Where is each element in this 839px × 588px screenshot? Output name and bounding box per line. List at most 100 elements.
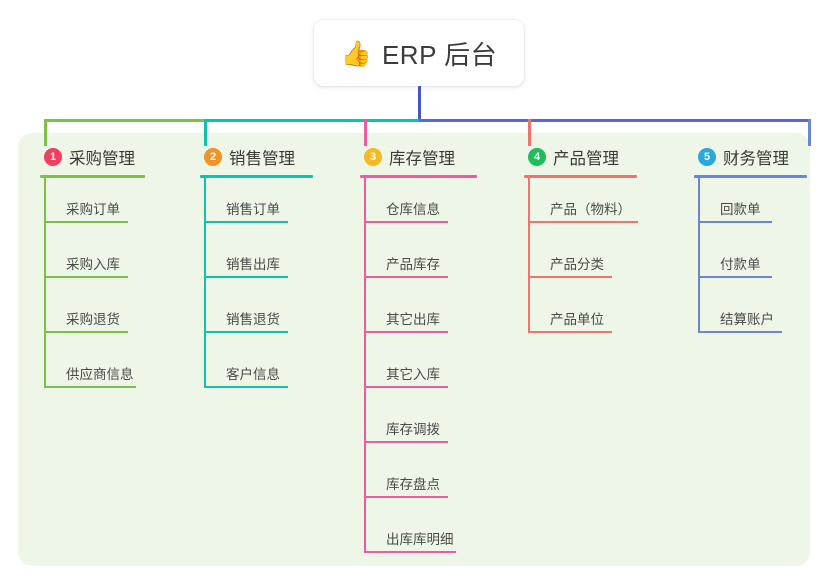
column-badge-3: 3 (364, 148, 382, 166)
list-item-label: 采购退货 (66, 312, 120, 327)
connector-drop-4 (528, 119, 531, 146)
list-item-label: 库存调拨 (386, 422, 440, 437)
list-item[interactable]: 销售退货 (200, 288, 313, 343)
list-item[interactable]: 其它出库 (360, 288, 477, 343)
list-item[interactable]: 回款单 (694, 178, 807, 233)
list-item-rule (204, 276, 288, 278)
list-item[interactable]: 供应商信息 (40, 343, 145, 398)
list-item-rule (364, 441, 448, 443)
column-header-5[interactable]: 5 财务管理 (694, 146, 807, 168)
list-item-rule (364, 221, 448, 223)
column-header-rule-3 (360, 175, 477, 178)
list-item-label: 库存盘点 (386, 477, 440, 492)
list-item[interactable]: 结算账户 (694, 288, 807, 343)
column-badge-2: 2 (204, 148, 222, 166)
list-item-label: 销售订单 (226, 202, 280, 217)
list-item[interactable]: 付款单 (694, 233, 807, 288)
column-header-rule-1 (40, 175, 145, 178)
thumbs-up-icon: 👍 (340, 39, 372, 68)
column-3: 3 库存管理仓库信息产品库存其它出库其它入库库存调拨库存盘点出库库明细 (360, 146, 477, 563)
connector-trunk (417, 86, 421, 122)
list-item[interactable]: 销售订单 (200, 178, 313, 233)
list-item-rule (364, 386, 448, 388)
list-item-rule (364, 276, 448, 278)
column-header-1[interactable]: 1 采购管理 (40, 146, 145, 168)
list-item[interactable]: 采购入库 (40, 233, 145, 288)
column-header-rule-4 (524, 175, 637, 178)
list-item-label: 付款单 (720, 257, 761, 272)
list-item[interactable]: 其它入库 (360, 343, 477, 398)
list-item[interactable]: 库存调拨 (360, 398, 477, 453)
connector-bar-segment-3 (419, 119, 810, 122)
list-item-rule (204, 386, 288, 388)
column-items-2: 销售订单销售出库销售退货客户信息 (200, 178, 313, 398)
list-item-rule (44, 221, 128, 223)
column-header-2[interactable]: 2 销售管理 (200, 146, 313, 168)
column-header-3[interactable]: 3 库存管理 (360, 146, 477, 168)
list-item-rule (204, 221, 288, 223)
list-item-label: 采购入库 (66, 257, 120, 272)
connector-bar-segment-1 (44, 119, 207, 122)
column-spine-2 (204, 178, 206, 388)
list-item-rule (44, 331, 128, 333)
list-item-rule (364, 496, 448, 498)
list-item-label: 结算账户 (720, 312, 774, 327)
list-item[interactable]: 产品分类 (524, 233, 637, 288)
list-item-label: 销售出库 (226, 257, 280, 272)
column-badge-5: 5 (698, 148, 716, 166)
column-1: 1 采购管理采购订单采购入库采购退货供应商信息 (40, 146, 145, 398)
list-item[interactable]: 采购退货 (40, 288, 145, 343)
root-node-label: ERP 后台 (381, 39, 498, 70)
column-header-rule-5 (694, 175, 807, 178)
list-item-rule (698, 221, 772, 223)
list-item-label: 产品库存 (386, 257, 440, 272)
column-items-5: 回款单付款单结算账户 (694, 178, 807, 343)
list-item-label: 产品单位 (550, 312, 604, 327)
list-item-label: 客户信息 (226, 367, 280, 382)
list-item-label: 供应商信息 (66, 367, 134, 382)
list-item[interactable]: 采购订单 (40, 178, 145, 233)
column-spine-1 (44, 178, 46, 388)
list-item-rule (44, 276, 128, 278)
list-item-rule (44, 386, 136, 388)
connector-drop-3 (364, 119, 367, 146)
column-header-rule-2 (200, 175, 313, 178)
list-item[interactable]: 销售出库 (200, 233, 313, 288)
list-item-label: 销售退货 (226, 312, 280, 327)
list-item-label: 产品分类 (550, 257, 604, 272)
column-badge-1: 1 (44, 148, 62, 166)
column-spine-5 (698, 178, 700, 333)
list-item-rule (364, 331, 448, 333)
column-title-4: 产品管理 (553, 150, 619, 168)
list-item-rule (528, 221, 638, 223)
column-badge-4: 4 (528, 148, 546, 166)
column-title-3: 库存管理 (389, 150, 455, 168)
column-title-5: 财务管理 (723, 150, 789, 168)
column-header-4[interactable]: 4 产品管理 (524, 146, 637, 168)
column-title-2: 销售管理 (229, 150, 295, 168)
diagram-panel (18, 133, 810, 566)
list-item-label: 仓库信息 (386, 202, 440, 217)
list-item-rule (528, 276, 612, 278)
list-item-rule (698, 331, 782, 333)
list-item[interactable]: 出库库明细 (360, 508, 477, 563)
list-item-label: 其它出库 (386, 312, 440, 327)
column-spine-3 (364, 178, 366, 553)
root-node[interactable]: 👍 ERP 后台 (314, 20, 524, 86)
list-item[interactable]: 产品库存 (360, 233, 477, 288)
list-item[interactable]: 产品（物料） (524, 178, 638, 233)
column-items-4: 产品（物料） 产品分类产品单位 (524, 178, 638, 343)
list-item-rule (204, 331, 288, 333)
list-item[interactable]: 仓库信息 (360, 178, 477, 233)
list-item[interactable]: 客户信息 (200, 343, 313, 398)
column-title-1: 采购管理 (69, 150, 135, 168)
list-item[interactable]: 产品单位 (524, 288, 637, 343)
connector-bar-segment-2 (204, 119, 422, 122)
list-item-label: 回款单 (720, 202, 761, 217)
list-item[interactable]: 库存盘点 (360, 453, 477, 508)
column-2: 2 销售管理销售订单销售出库销售退货客户信息 (200, 146, 313, 398)
column-spine-4 (528, 178, 530, 333)
column-4: 4 产品管理产品（物料） 产品分类产品单位 (524, 146, 638, 343)
connector-drop-5 (808, 119, 811, 146)
